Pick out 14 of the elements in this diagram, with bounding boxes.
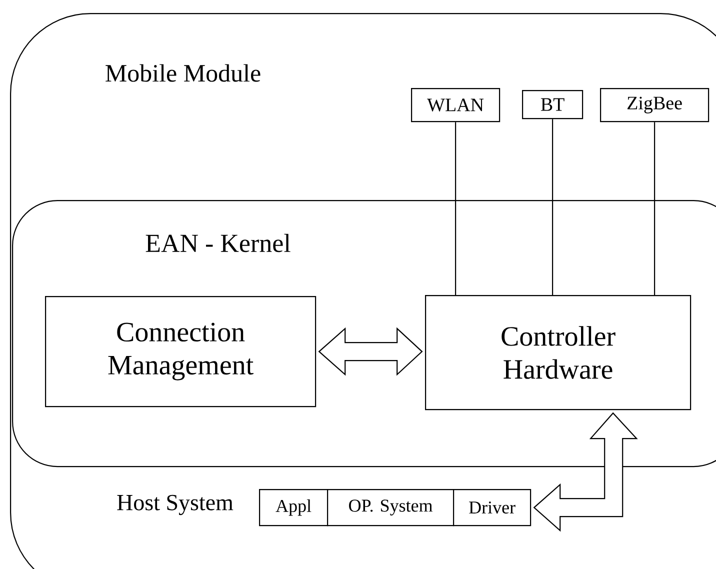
- heading-text: Mobile Module: [106, 64, 260, 82]
- process-box: Connection Management: [45, 296, 316, 408]
- connector-line: [455, 122, 456, 295]
- label-box: BT: [522, 90, 584, 120]
- connector-line: [654, 122, 656, 295]
- label-box: WLAN: [411, 88, 500, 122]
- label-box: ZigBee: [600, 88, 710, 122]
- label-box: OP. System: [327, 489, 454, 526]
- label-box: Driver: [453, 489, 532, 526]
- heading-text: EAN - Kernel: [146, 234, 290, 252]
- process-box: Controller Hardware: [425, 295, 692, 410]
- label-box: Appl: [259, 489, 328, 526]
- caption-text: Host System: [117, 494, 234, 516]
- connector-line: [552, 119, 554, 295]
